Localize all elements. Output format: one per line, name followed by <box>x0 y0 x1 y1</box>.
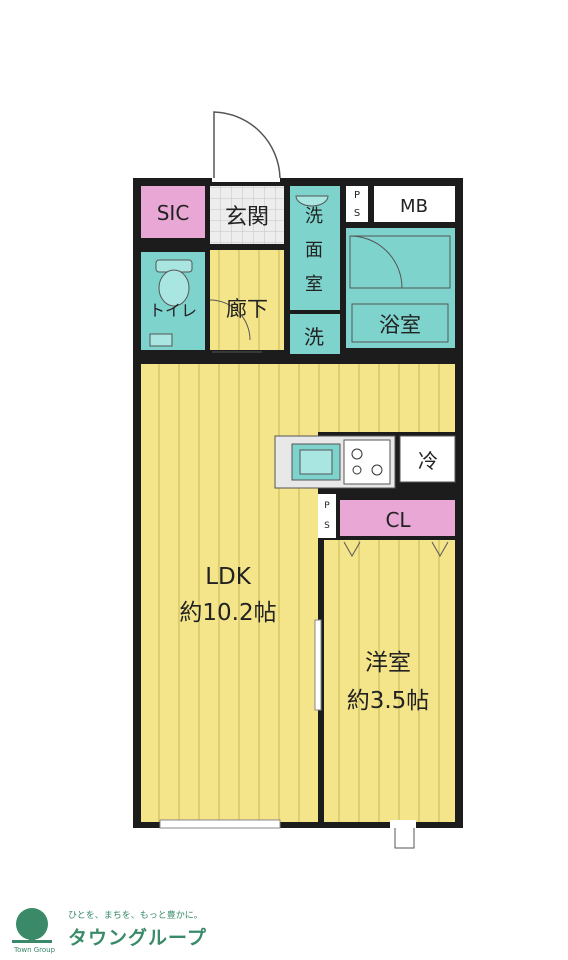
toilet-sink-icon <box>149 333 173 347</box>
hallway-floor <box>210 250 284 350</box>
toilet-door-arc <box>209 299 251 341</box>
closet-door-mark <box>431 541 449 558</box>
bath-door-arc <box>349 235 403 289</box>
window-bottom <box>159 819 281 829</box>
washroom-label-2: 面 <box>305 240 323 261</box>
brand-name: タウングループ <box>68 927 207 949</box>
western-name-label: 洋室 <box>365 650 411 676</box>
brand-sub: Town Group <box>14 946 56 954</box>
ps-mid-label-s: S <box>324 521 330 531</box>
bath-label: 浴室 <box>379 313 421 337</box>
sic-label: SIC <box>157 201 190 225</box>
rouka-label: 廊下 <box>226 297 268 321</box>
entrance-opening <box>212 176 280 182</box>
fridge-area <box>399 435 456 483</box>
entrance-door-arc <box>213 111 281 179</box>
brand-tagline: ひとを、まちを、もっと豊かに。 <box>68 911 203 921</box>
stove-area <box>343 439 391 485</box>
western-size-label: 約3.5帖 <box>347 688 430 714</box>
bath-label-box <box>351 303 449 343</box>
ldk-floor <box>141 364 318 822</box>
toilet-label: トイレ <box>149 301 197 320</box>
ldk-name-label: LDK <box>205 564 252 590</box>
washroom-label-1: 洗 <box>305 206 323 227</box>
closet-area <box>340 500 455 536</box>
mb-area <box>374 186 455 222</box>
stove-burner-icon <box>371 464 383 476</box>
ldk-size-label: 約10.2帖 <box>179 600 276 626</box>
toilet-bowl-icon <box>158 269 190 307</box>
laundry-label: 洗 <box>304 325 324 349</box>
stove-burner-icon <box>352 465 362 475</box>
genkan-floor <box>210 186 284 244</box>
stove-burner-icon <box>351 448 363 460</box>
ps-mid-label-p: P <box>324 501 330 511</box>
closet-label: CL <box>385 508 411 532</box>
ps-top-label-s: S <box>354 208 360 219</box>
closet-door-mark <box>343 541 361 558</box>
window-balcony <box>390 820 416 828</box>
genkan-label: 玄関 <box>225 205 269 230</box>
washroom-label-3: 室 <box>305 274 323 295</box>
sliding-door <box>314 619 322 711</box>
ps-mid-area <box>318 494 336 538</box>
sink-basin-icon <box>295 195 329 207</box>
ldk-upper-floor <box>318 364 455 432</box>
fridge-label: 冷 <box>418 449 438 473</box>
bathtub-icon <box>349 235 451 289</box>
balcony-door-arc <box>394 828 415 849</box>
washroom-area <box>290 186 340 310</box>
sic-area <box>141 186 205 238</box>
ps-top-label-p: P <box>354 190 360 201</box>
laundry-area <box>290 314 340 354</box>
town-group-logo <box>12 908 52 943</box>
sink-basin-inner <box>299 449 333 475</box>
western-room-floor <box>324 540 455 822</box>
mb-label: MB <box>400 196 428 217</box>
brand-block: ひとを、まちを、もっと豊かに。 タウングループ <box>68 908 207 950</box>
ps-top-area <box>346 186 368 222</box>
